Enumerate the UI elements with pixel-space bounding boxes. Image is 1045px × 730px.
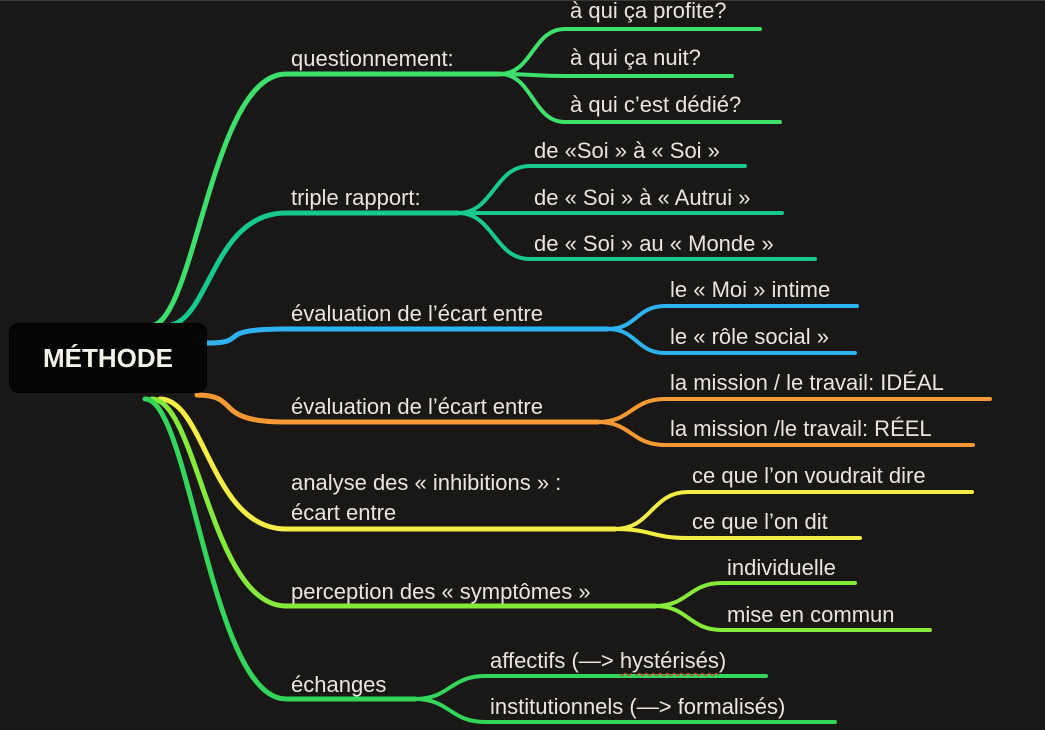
leaf-connector <box>413 697 837 724</box>
leaf-connector <box>596 420 975 447</box>
branch-connector <box>147 71 503 329</box>
leaf-connector <box>498 72 734 78</box>
branch-connector <box>149 396 658 609</box>
branch-triple-rapport-label[interactable]: triple rapport: <box>291 185 421 210</box>
leaf-connector <box>613 527 862 540</box>
branch-echanges-label[interactable]: échanges <box>291 672 387 697</box>
branch-ecart-mission-label[interactable]: évaluation de l’écart entre <box>291 394 543 419</box>
spellcheck-underlined-word: hystérisés <box>619 648 719 673</box>
branch-connector <box>157 396 618 532</box>
leaf-connector <box>456 164 747 215</box>
branch-connector <box>204 326 611 346</box>
branch-questionnement-label[interactable]: questionnement: <box>291 46 454 71</box>
leaf-label[interactable]: de « Soi » au « Monde » <box>534 231 774 256</box>
leaf-connector <box>606 327 857 355</box>
leaf-label[interactable]: à qui ça nuit? <box>570 45 701 70</box>
branch-inhibitions-label-line1[interactable]: analyse des « inhibitions » : <box>291 470 562 495</box>
leaf-label[interactable]: la mission / le travail: IDÉAL <box>670 370 944 395</box>
leaf-text-suffix: ) <box>718 648 727 673</box>
leaf-connector <box>498 27 762 76</box>
branch-connector <box>162 210 461 329</box>
leaf-label[interactable]: ce que l’on dit <box>692 509 828 534</box>
leaf-text-prefix: affectifs (—> <box>490 648 620 673</box>
leaf-connector <box>456 211 817 261</box>
leaf-connector <box>498 72 782 124</box>
branch-connector <box>194 392 601 425</box>
branch-inhibitions-label-line2[interactable]: écart entre <box>291 500 397 525</box>
leaf-label[interactable]: le « Moi » intime <box>670 277 831 302</box>
root-label: MÉTHODE <box>43 342 173 373</box>
leaf-label[interactable]: mise en commun <box>727 602 895 627</box>
leaf-label[interactable]: ce que l’on voudrait dire <box>692 463 926 488</box>
leaf-connector <box>613 490 974 531</box>
leaf-label[interactable]: affectifs (—> hystérisés) <box>490 646 726 676</box>
leaf-label[interactable]: le « rôle social » <box>670 324 829 349</box>
branch-connector <box>142 396 418 702</box>
leaf-connector <box>653 604 932 632</box>
leaf-label[interactable]: individuelle <box>727 555 836 580</box>
leaf-label[interactable]: de « Soi » à « Autrui » <box>534 185 751 210</box>
leaf-label[interactable]: à qui c’est dédié? <box>570 92 742 117</box>
leaf-label[interactable]: de «Soi » à « Soi » <box>534 138 720 163</box>
branch-ecart-moi-label[interactable]: évaluation de l’écart entre <box>291 301 543 326</box>
leaf-label[interactable]: la mission /le travail: RÉEL <box>670 416 932 441</box>
root-node[interactable]: MÉTHODE <box>10 324 206 392</box>
branch-symptomes-label[interactable]: perception des « symptômes » <box>291 579 591 604</box>
leaf-label[interactable]: à qui ça profite? <box>570 0 727 23</box>
leaf-label[interactable]: institutionnels (—> formalisés) <box>490 694 786 719</box>
